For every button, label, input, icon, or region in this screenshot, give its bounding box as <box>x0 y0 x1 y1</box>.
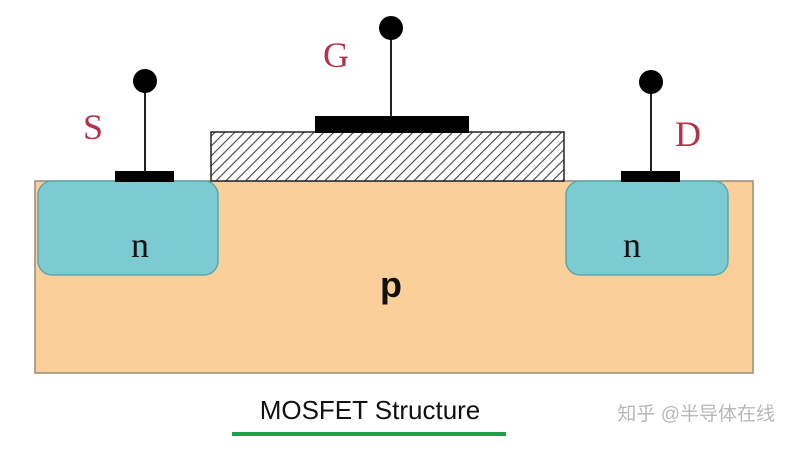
gate-terminal <box>379 16 403 40</box>
gate-label: G <box>323 35 349 75</box>
drain-label: D <box>675 114 701 154</box>
gate-oxide <box>210 131 565 182</box>
caption-underline <box>232 432 506 436</box>
watermark: 知乎 @半导体在线 <box>617 403 775 425</box>
source-n-region <box>37 180 219 276</box>
gate-contact <box>315 116 469 133</box>
drain-contact <box>621 171 680 182</box>
source-region-label: n <box>131 225 149 265</box>
drain-n-region <box>565 180 729 276</box>
source-contact <box>115 171 174 182</box>
source-terminal <box>133 69 157 93</box>
caption: MOSFET Structure <box>260 395 481 425</box>
substrate-label: p <box>380 264 402 305</box>
source-label: S <box>83 107 103 147</box>
drain-region-label: n <box>623 225 641 265</box>
drain-terminal <box>639 70 663 94</box>
